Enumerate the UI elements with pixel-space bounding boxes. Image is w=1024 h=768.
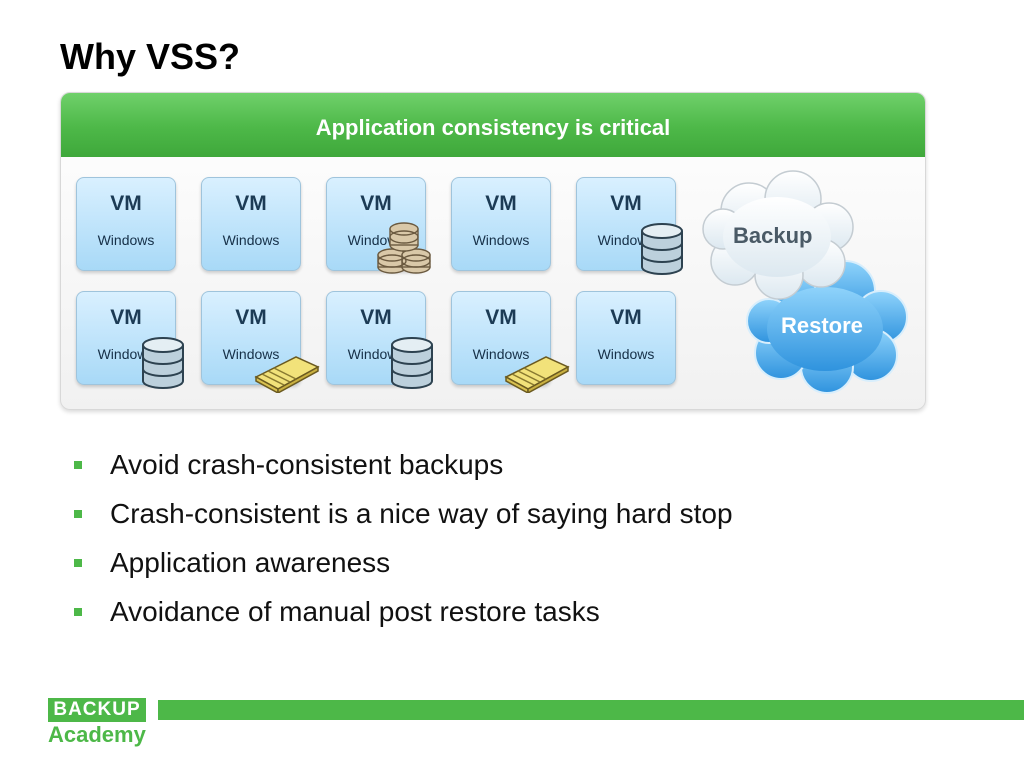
bullet-square-icon bbox=[74, 510, 82, 518]
bullet-square-icon bbox=[74, 608, 82, 616]
diagram-panel: Application consistency is critical VM W… bbox=[60, 92, 926, 410]
footer-bar bbox=[158, 700, 1024, 720]
vm-box: VM Windows bbox=[201, 177, 301, 271]
notebook-icon bbox=[254, 356, 320, 393]
slide-title: Why VSS? bbox=[60, 36, 241, 77]
restore-label: Restore bbox=[781, 313, 863, 338]
vm-box: VM Windows bbox=[76, 177, 176, 271]
logo-bottom-text: Academy bbox=[48, 722, 146, 747]
bullet-item: Avoid crash-consistent backups bbox=[72, 444, 733, 493]
vm-label: VM bbox=[110, 306, 142, 329]
vm-label: VM bbox=[485, 192, 517, 215]
bullet-item: Application awareness bbox=[72, 542, 733, 591]
vm-label: VM bbox=[610, 192, 642, 215]
vm-box: VM Windows bbox=[451, 177, 551, 271]
bullet-item: Avoidance of manual post restore tasks bbox=[72, 591, 733, 640]
vm-label: VM bbox=[360, 306, 392, 329]
bullet-text: Avoidance of manual post restore tasks bbox=[110, 596, 600, 627]
vm-os-label: Windows bbox=[347, 346, 405, 362]
vm-label: VM bbox=[110, 192, 142, 215]
vm-box: VM Windows bbox=[576, 291, 676, 385]
panel-header: Application consistency is critical bbox=[61, 93, 925, 157]
vm-os-label: Windows bbox=[97, 346, 155, 362]
vm-os-label: Windows bbox=[597, 232, 655, 248]
bullet-item: Crash-consistent is a nice way of saying… bbox=[72, 493, 733, 542]
vm-grid: VM Windows VM Windows VM Windows VM Wind… bbox=[76, 177, 696, 393]
vm-label: VM bbox=[610, 306, 642, 329]
vm-box: VM Windows bbox=[201, 291, 301, 385]
bullet-list: Avoid crash-consistent backups Crash-con… bbox=[72, 444, 733, 640]
backup-cloud-icon bbox=[702, 170, 854, 300]
bullet-text: Crash-consistent is a nice way of saying… bbox=[110, 498, 733, 529]
vm-os-label: Windows bbox=[222, 346, 280, 362]
logo-top-text: BACKUP bbox=[48, 698, 146, 722]
backup-academy-logo: BACKUP Academy bbox=[48, 698, 146, 748]
bullet-text: Avoid crash-consistent backups bbox=[110, 449, 504, 480]
vm-os-label: Windows bbox=[472, 346, 530, 362]
coin-stack-icon bbox=[377, 222, 431, 274]
bullet-text: Application awareness bbox=[110, 547, 391, 578]
vm-os-label: Windows bbox=[222, 232, 280, 248]
vm-label: VM bbox=[235, 306, 267, 329]
vm-label: VM bbox=[235, 192, 267, 215]
bullet-square-icon bbox=[74, 461, 82, 469]
vm-label: VM bbox=[485, 306, 517, 329]
database-icon bbox=[142, 337, 184, 389]
vm-os-label: Windows bbox=[597, 346, 655, 362]
database-icon bbox=[641, 223, 683, 275]
notebook-icon bbox=[504, 356, 570, 393]
database-icon bbox=[391, 337, 433, 389]
backup-label: Backup bbox=[733, 223, 813, 248]
vm-os-label: Windows bbox=[472, 232, 530, 248]
vm-label: VM bbox=[360, 192, 392, 215]
bullet-square-icon bbox=[74, 559, 82, 567]
vm-os-label: Windows bbox=[97, 232, 155, 248]
